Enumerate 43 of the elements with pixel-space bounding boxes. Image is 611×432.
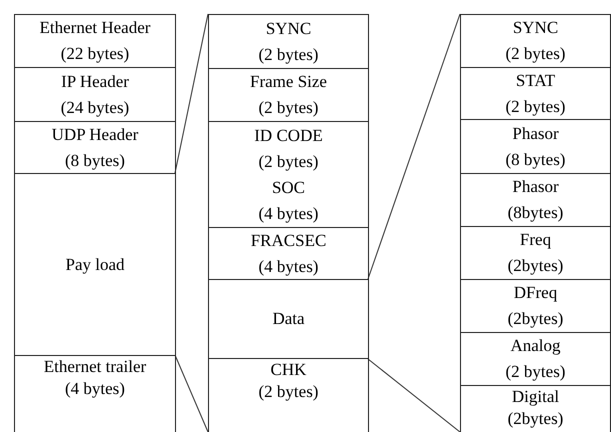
field-cell <box>208 227 369 280</box>
field-label: Ethernet Header (22 bytes) <box>40 17 150 65</box>
field-cell <box>208 279 369 359</box>
field-cell <box>460 14 611 68</box>
field-label: Phasor (8 bytes) <box>506 122 566 171</box>
field-label: SYNC (2 bytes) <box>258 18 318 66</box>
field-cell <box>14 14 176 68</box>
field-label: Freq (2bytes) <box>508 229 564 277</box>
zoom-line <box>368 14 460 280</box>
field-label: CHK (2 bytes) <box>258 359 318 403</box>
field-label: Ethernet trailer (4 bytes) <box>44 356 146 400</box>
field-label: STAT (2 bytes) <box>506 70 566 118</box>
field-label: SOC (4 bytes) <box>258 176 318 225</box>
field-label: Digital (2bytes) <box>508 386 564 430</box>
field-label: Data <box>272 308 305 330</box>
field-label: FRACSEC (4 bytes) <box>250 230 326 278</box>
field-label: SYNC (2 bytes) <box>506 17 566 65</box>
field-cell <box>460 67 611 120</box>
field-cell <box>460 279 611 333</box>
field-label: IP Header (24 bytes) <box>60 70 130 119</box>
field-cell <box>460 332 611 386</box>
field-label: Pay load <box>65 254 125 276</box>
field-label: Phasor (8bytes) <box>508 176 564 224</box>
zoom-line <box>368 358 460 432</box>
field-cell <box>14 121 176 174</box>
field-label: ID CODE (2 bytes) <box>254 124 323 173</box>
field-cell <box>460 226 611 280</box>
field-cell <box>460 385 611 432</box>
field-cell <box>208 68 369 122</box>
field-cell <box>208 121 369 228</box>
zoom-line <box>174 14 208 174</box>
field-cell <box>14 67 176 122</box>
field-cell <box>14 173 176 356</box>
zoom-line <box>174 354 208 432</box>
field-label: Frame Size (2 bytes) <box>250 71 327 119</box>
field-label: UDP Header (8 bytes) <box>52 124 138 172</box>
field-label: DFreq (2bytes) <box>508 282 564 330</box>
field-cell <box>460 173 611 227</box>
field-label: Analog (2 bytes) <box>506 335 566 383</box>
field-cell <box>208 14 369 69</box>
field-cell <box>460 119 611 174</box>
field-cell <box>208 358 369 432</box>
field-cell <box>14 355 176 432</box>
